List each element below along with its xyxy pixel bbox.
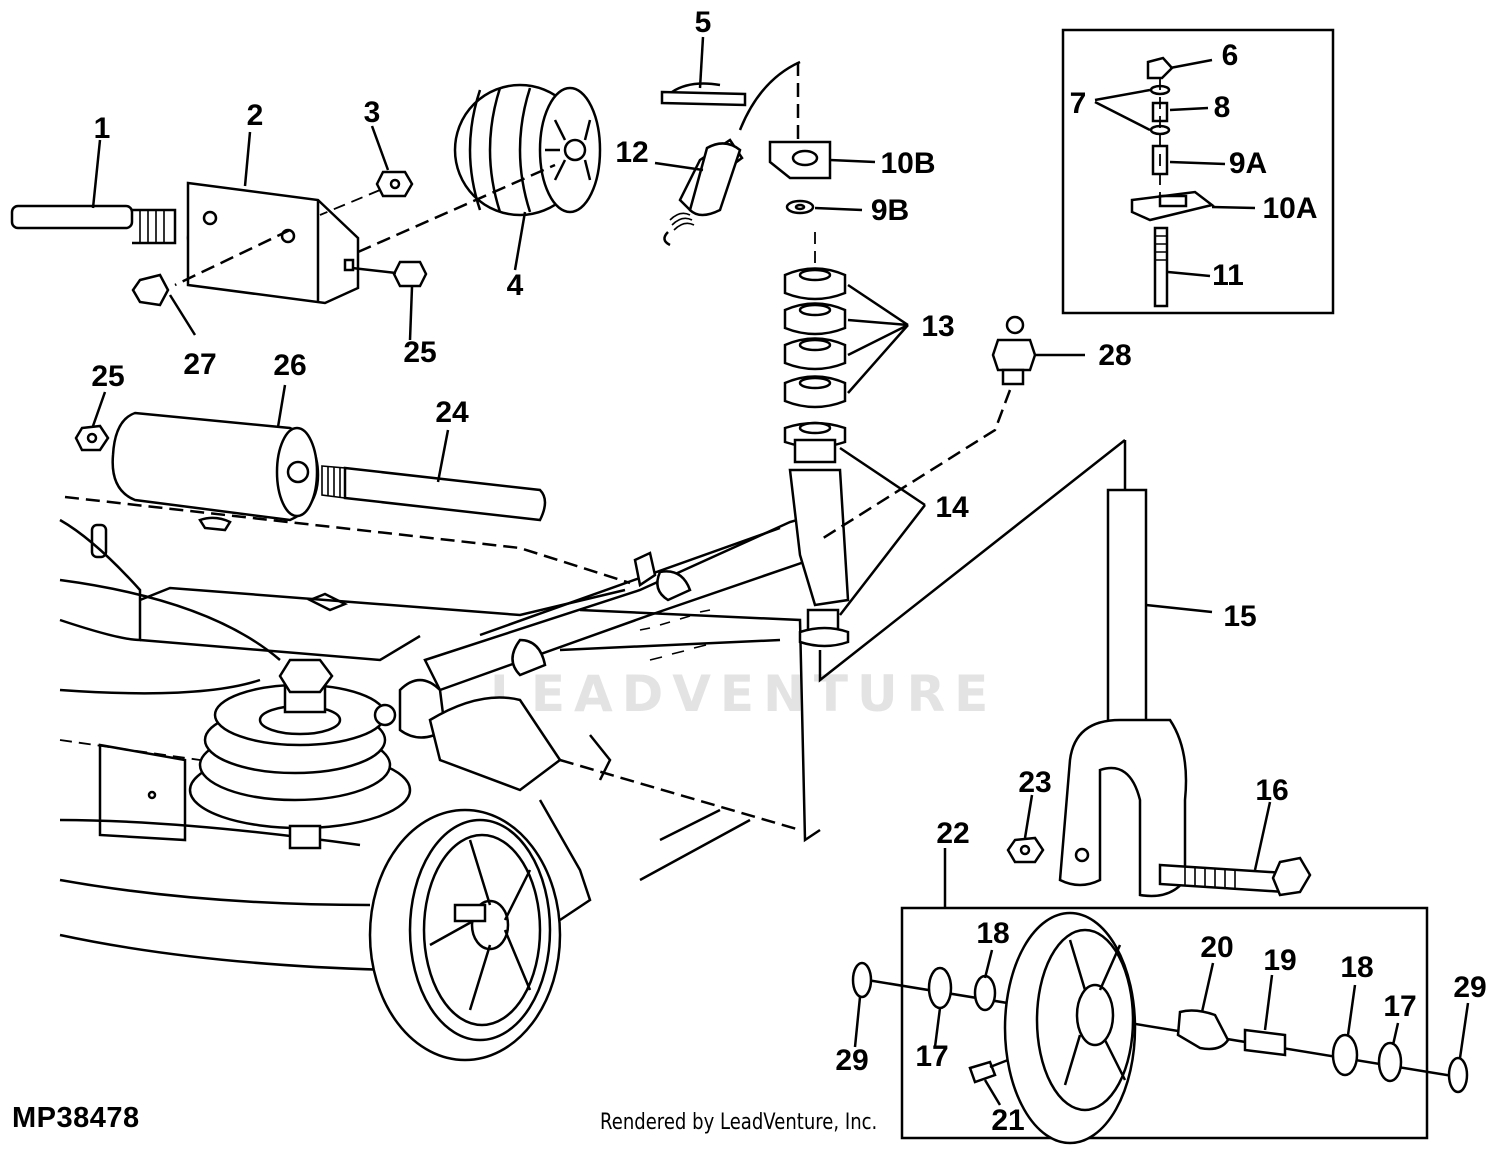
- inset-caster-wheel-box: [851, 848, 1470, 1145]
- callout-3: 3: [364, 96, 381, 129]
- callout-23: 23: [1018, 766, 1051, 799]
- deck-wheel: [368, 799, 592, 1062]
- part-1-pin: [10, 139, 214, 252]
- callout-18-left: 18: [976, 917, 1009, 950]
- part-27-bolt: [131, 273, 197, 336]
- part-12-spring: [654, 60, 801, 247]
- part-9b-washer: [785, 199, 863, 215]
- part-28-grease-fitting: [819, 315, 1085, 542]
- part-3-nut: [319, 125, 414, 216]
- callout-25-upper: 25: [403, 336, 436, 369]
- callout-27: 27: [183, 348, 216, 381]
- part-13-spacers: [783, 267, 909, 409]
- front-axle-frame: [398, 468, 850, 882]
- callout-7: 7: [1070, 87, 1087, 120]
- callout-15: 15: [1223, 600, 1256, 633]
- callout-1: 1: [94, 112, 111, 145]
- figure-id: MP38478: [12, 1102, 140, 1134]
- callout-labels: 1 2 3 4 5 6 7 8 9A 9B 10A 10B 11 12 13 1…: [91, 6, 1486, 1137]
- callout-6: 6: [1222, 39, 1239, 72]
- callout-16: 16: [1255, 774, 1288, 807]
- part-25-bolt-upper: [174, 163, 556, 341]
- part-16-bolt: [1158, 801, 1312, 897]
- callout-29-left: 29: [835, 1044, 868, 1077]
- callout-12: 12: [615, 136, 648, 169]
- part-26-roller: [111, 384, 320, 522]
- callout-17-left: 17: [915, 1040, 948, 1073]
- callout-10b: 10B: [880, 147, 935, 180]
- callout-13: 13: [921, 310, 954, 343]
- part-2-bracket: [186, 131, 360, 305]
- callout-21: 21: [991, 1104, 1024, 1137]
- callout-9b: 9B: [871, 194, 909, 227]
- callout-25-lower: 25: [91, 360, 124, 393]
- callout-11: 11: [1212, 259, 1244, 292]
- callout-18-right: 18: [1340, 951, 1373, 984]
- part-5-clip: [660, 36, 747, 107]
- part-10b-plate: [768, 140, 876, 180]
- part-23-nut: [1006, 794, 1045, 864]
- callout-2: 2: [247, 99, 264, 132]
- render-credit: Rendered by LeadVenture, Inc.: [600, 1110, 878, 1135]
- part-24-pin: [321, 429, 547, 522]
- callout-20: 20: [1200, 931, 1233, 964]
- part-15-caster-fork: [818, 439, 1213, 898]
- callout-9a: 9A: [1229, 147, 1267, 180]
- callout-29-right: 29: [1453, 971, 1486, 1004]
- callout-17-right: 17: [1383, 990, 1416, 1023]
- callout-26: 26: [273, 349, 306, 382]
- part-14-bushings: [783, 232, 926, 648]
- callout-8: 8: [1214, 91, 1231, 124]
- callout-28: 28: [1098, 339, 1131, 372]
- callout-22: 22: [936, 817, 969, 850]
- callout-19: 19: [1263, 944, 1296, 977]
- callout-4: 4: [507, 269, 524, 302]
- part-4-roller: [453, 83, 602, 271]
- deck-pulley: [188, 658, 412, 850]
- callout-14: 14: [935, 491, 969, 524]
- part-25-nut-lower: [74, 391, 110, 452]
- callout-5: 5: [695, 6, 712, 39]
- callout-24: 24: [435, 396, 469, 429]
- inset-king-pin-box: [1061, 28, 1335, 315]
- callout-10a: 10A: [1262, 192, 1317, 225]
